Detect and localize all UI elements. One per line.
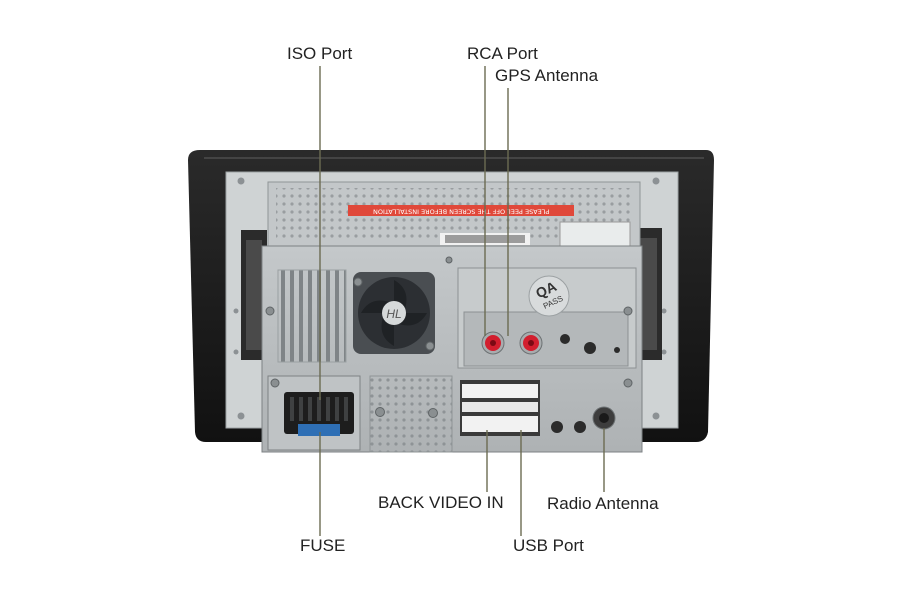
back-video-in-label: BACK VIDEO IN bbox=[378, 493, 504, 512]
rca-port-label: RCA Port bbox=[467, 44, 538, 63]
gps-antenna-label: GPS Antenna bbox=[495, 66, 599, 85]
left-vents bbox=[278, 270, 346, 362]
rear-jacks bbox=[551, 406, 616, 433]
fan: HL bbox=[353, 272, 435, 354]
iso-port-label: ISO Port bbox=[287, 44, 353, 63]
leader-lines bbox=[319, 66, 605, 536]
fuse-label: FUSE bbox=[300, 536, 346, 555]
sticker-text: PLEASE PEEL OFF THE SCREEN BEFORE INSTAL… bbox=[373, 208, 549, 216]
antenna-connectors bbox=[481, 331, 620, 355]
fan-logo: HL bbox=[386, 307, 401, 321]
usb-port-label: USB Port bbox=[513, 536, 584, 555]
warning-sticker bbox=[348, 205, 574, 216]
white-connectors bbox=[460, 380, 540, 436]
qa-badge: QA PASS bbox=[528, 275, 570, 317]
radio-antenna-label: Radio Antenna bbox=[547, 494, 659, 513]
panel-screws bbox=[233, 177, 667, 420]
fuse-slot bbox=[298, 424, 340, 436]
